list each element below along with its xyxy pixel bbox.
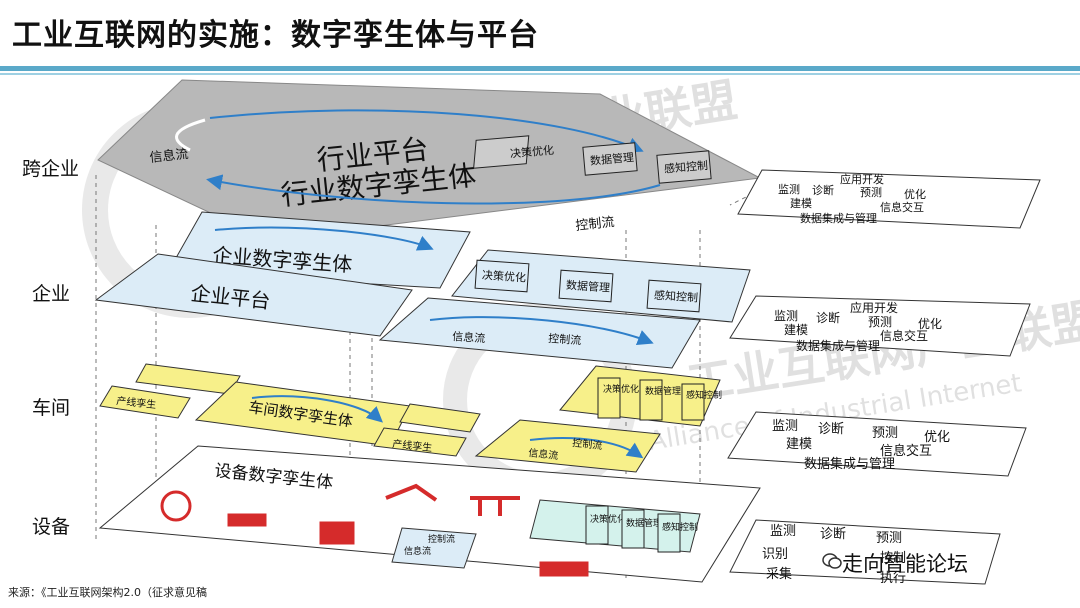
workshop-control-flow-label: 控制流	[572, 436, 603, 452]
device-monitor: 监测	[770, 524, 796, 539]
side-table-workshop: 监测 诊断 预测 优化 建模 信息交互 数据集成与管理	[727, 411, 1027, 477]
cross-box-sense: 感知控制	[663, 158, 708, 176]
factory-icon	[319, 521, 355, 545]
device-gear-icon	[160, 490, 192, 522]
line-twin-1-label: 产线孪生	[116, 394, 157, 411]
title-divider	[0, 66, 1080, 71]
assembly-line-icon	[470, 496, 520, 516]
cross-info-flow-label: 信息流	[149, 146, 189, 166]
flow-arrow-icon	[529, 437, 644, 459]
device-icons	[160, 483, 589, 577]
cross-monitor: 监测	[778, 183, 800, 196]
workshop-data-integration: 数据集成与管理	[804, 456, 895, 472]
workshop-platform-boxes: 决策优化 数据管理 感知控制	[597, 377, 722, 421]
device-collect: 采集	[766, 566, 792, 582]
side-table-device: 监测 诊断 预测 识别 控制 采集 执行	[729, 519, 1001, 586]
enterprise-control-flow-label: 控制流	[548, 331, 582, 347]
cross-control-flow-label: 控制流	[575, 215, 615, 234]
brand-watermark: 走向智能论坛	[842, 552, 968, 576]
cross-info-exchange: 信息交互	[880, 200, 924, 214]
wechat-icon	[822, 553, 842, 569]
workshop-flow-layer	[474, 419, 661, 473]
cross-platform-boxes: 决策优化 数据管理 感知控制	[473, 135, 712, 184]
enterprise-diagnose: 诊断	[816, 310, 840, 325]
workshop-box-decision: 决策优化	[603, 383, 639, 395]
robot-arm-icon	[385, 483, 438, 502]
line-twin-1	[99, 385, 191, 419]
level-label-enterprise: 企业	[32, 283, 71, 305]
enterprise-box-data: 数据管理	[566, 278, 611, 295]
enterprise-box-decision: 决策优化	[482, 268, 527, 285]
enterprise-platform-boxes: 决策优化 数据管理 感知控制	[474, 259, 702, 313]
page-title: 工业互联网的实施：数字孪生体与平台	[12, 18, 539, 53]
workshop-info-flow-label: 信息流	[528, 446, 559, 462]
flow-arrow-icon	[214, 226, 434, 251]
enterprise-model: 建模	[784, 323, 808, 337]
flow-arrow-icon	[206, 174, 661, 205]
flow-arrow-icon	[251, 395, 383, 423]
device-platform-boxes: 决策优化 数据管理 感知控制	[585, 505, 698, 553]
flow-arrow-icon	[429, 316, 654, 345]
workshop-box-data: 数据管理	[645, 385, 681, 397]
workshop-monitor: 监测	[772, 419, 798, 434]
device-identify: 识别	[762, 547, 788, 562]
cross-diagnose: 诊断	[812, 183, 834, 197]
enterprise-box-sense: 感知控制	[654, 288, 699, 305]
enterprise-app-dev: 应用开发	[850, 300, 898, 315]
cross-predict: 预测	[860, 186, 882, 199]
device-box-decision: 决策优化	[590, 513, 626, 525]
production-line-icon	[539, 561, 589, 577]
cross-data-integration: 数据集成与管理	[800, 211, 877, 225]
side-table-cross: 应用开发 监测 诊断 预测 优化 建模 信息交互 数据集成与管理	[737, 169, 1041, 229]
level-label-device: 设备	[32, 516, 71, 538]
line-twin-2-label: 产线孪生	[392, 437, 433, 454]
flow-arrow-icon	[175, 118, 206, 152]
side-table-enterprise: 应用开发 监测 诊断 预测 优化 建模 信息交互 数据集成与管理	[729, 295, 1031, 357]
enterprise-info-exchange: 信息交互	[880, 328, 928, 343]
cross-box-decision: 决策优化	[509, 143, 554, 161]
cross-app-dev: 应用开发	[840, 172, 884, 186]
line-twin-small-2	[399, 403, 481, 433]
enterprise-platform-layer	[94, 253, 413, 337]
line-twin-small-1	[135, 363, 241, 395]
level-label-cross-enterprise: 跨企业	[22, 158, 80, 180]
source-note: 来源：《工业互联网架构2.0（征求意见稿	[8, 586, 207, 599]
workshop-diagnose: 诊断	[818, 422, 844, 437]
cross-model: 建模	[790, 196, 812, 210]
device-control: 控制	[880, 551, 906, 566]
title-divider-thin	[0, 73, 1080, 75]
cross-box-data: 数据管理	[589, 150, 634, 168]
flow-arrow-icon	[209, 109, 644, 153]
cross-optimize: 优化	[904, 187, 926, 201]
industry-platform-layer	[97, 79, 762, 241]
workshop-model: 建模	[786, 437, 812, 452]
excavator-icon	[227, 513, 267, 527]
enterprise-info-flow-label: 信息流	[452, 329, 486, 345]
line-twin-2	[373, 427, 467, 457]
enterprise-optimize: 优化	[918, 317, 942, 331]
workshop-info-exchange: 信息交互	[880, 443, 932, 459]
enterprise-flow-layer	[378, 297, 701, 369]
device-layer	[98, 445, 761, 583]
device-box-data: 数据管理	[626, 517, 662, 529]
workshop-box-sense: 感知控制	[686, 389, 722, 401]
level-label-workshop: 车间	[32, 397, 71, 419]
device-info-flow-label: 信息流	[404, 545, 431, 557]
device-predict: 预测	[876, 531, 902, 546]
device-diagnose: 诊断	[820, 527, 846, 542]
workshop-optimize: 优化	[924, 430, 950, 445]
workshop-predict: 预测	[872, 426, 898, 441]
device-box-sense: 感知控制	[662, 521, 698, 533]
device-control-flow-label: 控制流	[428, 533, 455, 545]
enterprise-predict: 预测	[868, 315, 892, 329]
enterprise-monitor: 监测	[774, 309, 798, 323]
device-flow-box	[391, 527, 477, 569]
device-execute: 执行	[880, 571, 906, 586]
enterprise-data-integration: 数据集成与管理	[796, 338, 880, 353]
